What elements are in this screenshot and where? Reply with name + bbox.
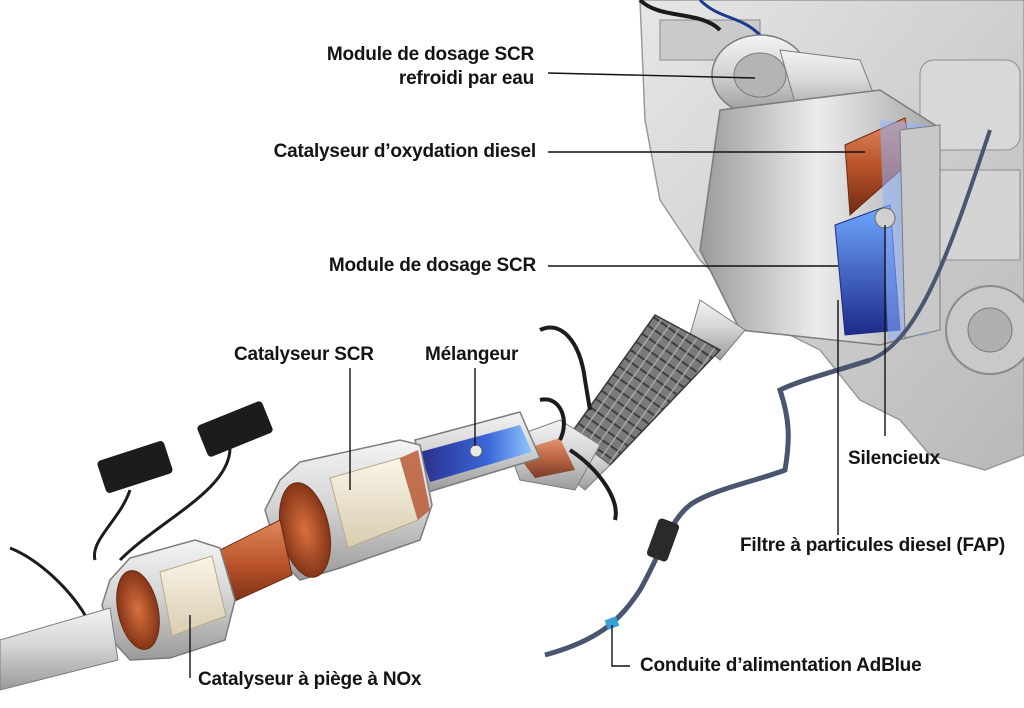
doc-dpf-housing [699, 89, 941, 346]
label-silencer: Silencieux [848, 448, 940, 469]
label-adblue-supply-line: Conduite d’alimentation AdBlue [640, 655, 922, 676]
sensors-wiring [9, 325, 618, 616]
label-scr-catalyst: Catalyseur SCR [234, 344, 374, 365]
label-nox-trap-catalyst: Catalyseur à piège à NOx [198, 669, 422, 690]
leader-lines [189, 72, 886, 678]
leader-scr-dosing-watercooled [547, 72, 756, 79]
adblue-line [544, 129, 992, 658]
label-diesel-oxidation-catalyst: Catalyseur d’oxydation diesel [273, 141, 537, 162]
label-scr-dosing-watercooled-line2: refroidi par eau [398, 68, 534, 89]
label-diesel-particulate-filter: Filtre à particules diesel (FAP) [740, 535, 1005, 556]
label-scr-dosing-watercooled: Module de dosage SCR refroidi par eau [327, 43, 534, 91]
label-scr-dosing-watercooled-line1: Module de dosage SCR [326, 44, 534, 65]
exhaust-line [0, 411, 601, 691]
leader-adblue [611, 625, 630, 667]
label-mixer: Mélangeur [425, 344, 519, 365]
label-scr-dosing-module: Module de dosage SCR [328, 255, 536, 276]
